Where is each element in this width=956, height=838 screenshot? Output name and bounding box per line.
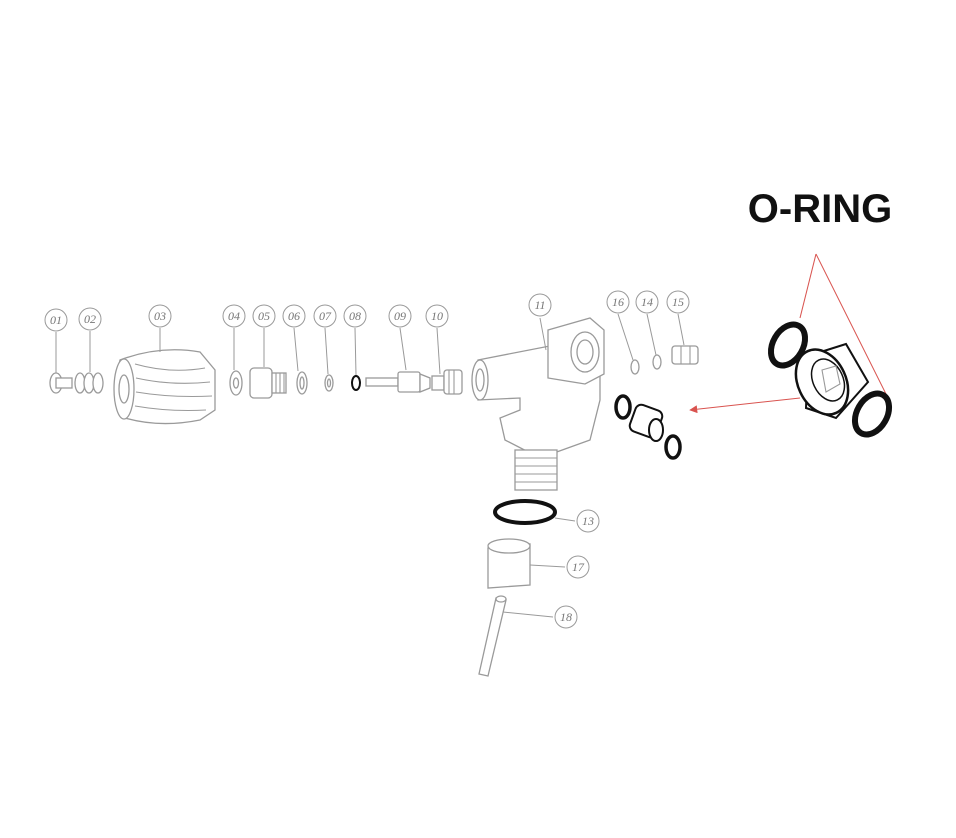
part-10-valve-seat [431, 327, 463, 395]
callout-circle-01 [44, 308, 68, 332]
callout-label-14: 14 [641, 295, 653, 309]
callout-label-02: 02 [84, 312, 96, 326]
callout-circle-03 [148, 304, 172, 328]
callout-label-10: 10 [431, 309, 443, 323]
callout-circle-09 [388, 304, 412, 328]
part-11-valve-body [471, 317, 605, 491]
callout-label-11: 11 [534, 298, 545, 312]
part-03-knob [113, 328, 216, 425]
callout-label-13: 13 [582, 514, 594, 528]
callout-label-17: 17 [572, 560, 585, 574]
small-o-ring-right [664, 434, 682, 460]
callout-circle-16 [606, 290, 630, 314]
part-05-bonnet-nut [249, 328, 287, 399]
part-07-ring [324, 327, 334, 392]
pointer-to-right-oring [815, 253, 891, 403]
part-15-burst-disc-nut [671, 313, 699, 365]
callout-label-01: 01 [50, 313, 62, 327]
enlarged-o-ring-detail [767, 321, 893, 438]
part-13-gasket [493, 499, 576, 525]
part-02-spring [74, 331, 104, 394]
callout-circle-11 [528, 293, 552, 317]
callout-circle-05 [252, 304, 276, 328]
callout-circle-18 [554, 605, 578, 629]
large-o-ring-left [767, 321, 809, 369]
callout-circle-06 [282, 304, 306, 328]
callout-circle-13 [576, 509, 600, 533]
callout-label-16: 16 [612, 295, 624, 309]
small-o-ring-left [614, 394, 632, 420]
callout-label-09: 09 [394, 309, 406, 323]
part-17-sleeve [487, 538, 566, 589]
callout-circle-07 [313, 304, 337, 328]
callout-label-18: 18 [560, 610, 572, 624]
callout-label-08: 08 [349, 309, 361, 323]
part-08-small-o-ring [351, 327, 361, 391]
callout-label-15: 15 [672, 295, 684, 309]
callout-label-05: 05 [258, 309, 270, 323]
callout-circle-14 [635, 290, 659, 314]
callout-label-06: 06 [288, 309, 300, 323]
part-01-screw [49, 332, 73, 394]
part-04-washer [229, 328, 243, 396]
callout-circle-15 [666, 290, 690, 314]
callout-circle-04 [222, 304, 246, 328]
part-18-dip-tube [478, 595, 554, 677]
highlighted-assembly-small [614, 394, 682, 460]
callout-circle-08 [343, 304, 367, 328]
pointer-to-left-oring [799, 253, 817, 319]
part-16-small-ring [617, 313, 640, 375]
callout-label-03: 03 [154, 309, 166, 323]
enlargement-arrow [689, 397, 801, 414]
part-14-small-ring [646, 313, 662, 370]
callout-circle-10 [425, 304, 449, 328]
callout-circle-17 [566, 555, 590, 579]
o-ring-title: O-RING [748, 187, 892, 231]
part-06-ring [293, 327, 308, 395]
callout-label-07: 07 [319, 309, 332, 323]
callout-circle-02 [78, 307, 102, 331]
callout-label-04: 04 [228, 309, 240, 323]
large-o-ring-right [851, 390, 893, 438]
part-09-spindle [365, 327, 431, 393]
part-callouts: 01 02 03 04 05 06 07 08 09 10 11 16 14 15 13 17 18 [44, 290, 690, 629]
title-pointers [689, 253, 891, 414]
